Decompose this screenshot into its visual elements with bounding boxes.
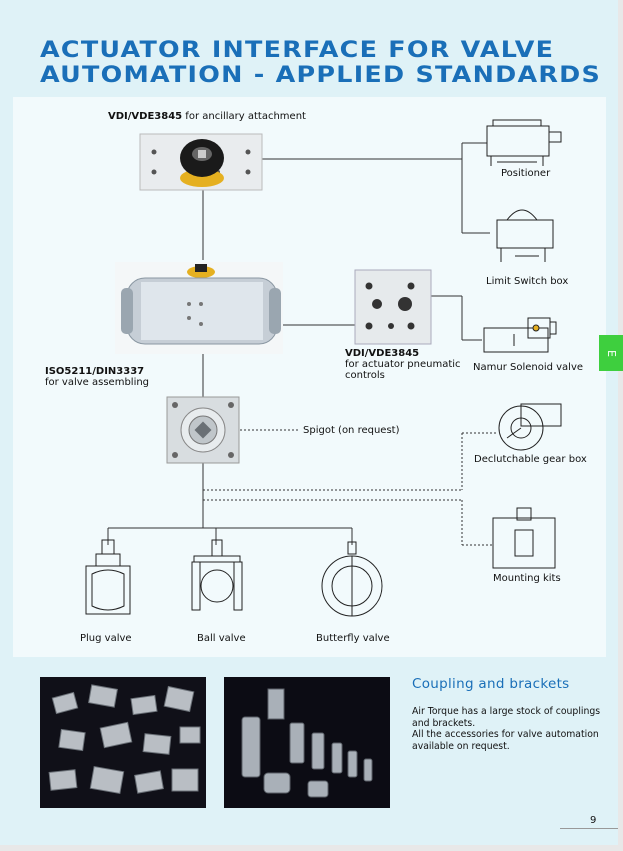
- pneumatic-actuator: [115, 262, 283, 354]
- couplings-photo: [224, 677, 390, 808]
- coupling-paragraph-2: All the accessories for valve automation…: [412, 729, 599, 752]
- namur-interface-block: [354, 269, 432, 345]
- butterfly-valve-icon: [321, 541, 383, 617]
- vdi-pneumatic-label: VDI/VDE3845 for actuator pneumatic contr…: [345, 348, 461, 381]
- solenoid-valve-icon: [483, 317, 557, 353]
- vdi-mounting-plate: [139, 133, 263, 191]
- butterfly-valve-label: Butterfly valve: [316, 633, 390, 644]
- brackets-photo-art: [40, 677, 206, 808]
- title-line-2: AUTOMATION - APPLIED STANDARDS: [40, 62, 602, 88]
- iso-flange: [166, 396, 240, 464]
- page-number: 9: [590, 815, 597, 826]
- section-tab-e[interactable]: E: [599, 335, 623, 371]
- gear-box-label: Declutchable gear box: [474, 454, 587, 465]
- coupling-section-body: Air Torque has a large stock of coupling…: [412, 706, 602, 752]
- coupling-section-title: Coupling and brackets: [412, 676, 570, 692]
- page-title: ACTUATOR INTERFACE FOR VALVE AUTOMATION …: [40, 38, 601, 88]
- spigot-label: Spigot (on request): [303, 425, 400, 436]
- mounting-kits-label: Mounting kits: [493, 573, 561, 584]
- title-line-1: ACTUATOR INTERFACE FOR VALVE: [40, 37, 555, 63]
- diagram-panel: [13, 97, 606, 657]
- limit-switch-box-icon: [496, 209, 554, 262]
- gear-box-icon: [498, 403, 562, 451]
- coupling-paragraph-1: Air Torque has a large stock of coupling…: [412, 706, 601, 729]
- ball-valve-label: Ball valve: [197, 633, 246, 644]
- vdi-ancillary-label: VDI/VDE3845 for ancillary attachment: [108, 111, 306, 122]
- plug-valve-label: Plug valve: [80, 633, 132, 644]
- page-edge: [618, 0, 623, 851]
- mounting-kit-icon: [492, 507, 556, 569]
- couplings-photo-art: [224, 677, 390, 808]
- solenoid-valve-label: Namur Solenoid valve: [473, 362, 584, 373]
- ball-valve-icon: [191, 539, 243, 611]
- page-number-rule: [560, 828, 618, 829]
- brackets-photo: [40, 677, 206, 808]
- positioner-label: Positioner: [501, 168, 551, 179]
- limit-switch-box-label: Limit Switch box: [486, 276, 569, 287]
- plug-valve-icon: [85, 539, 131, 615]
- dashed-connector-lines: [203, 429, 497, 546]
- positioner-icon: [486, 119, 562, 166]
- page-bottom-edge: [0, 845, 623, 851]
- iso-standard-label: ISO5211/DIN3337 for valve assembling: [45, 366, 150, 388]
